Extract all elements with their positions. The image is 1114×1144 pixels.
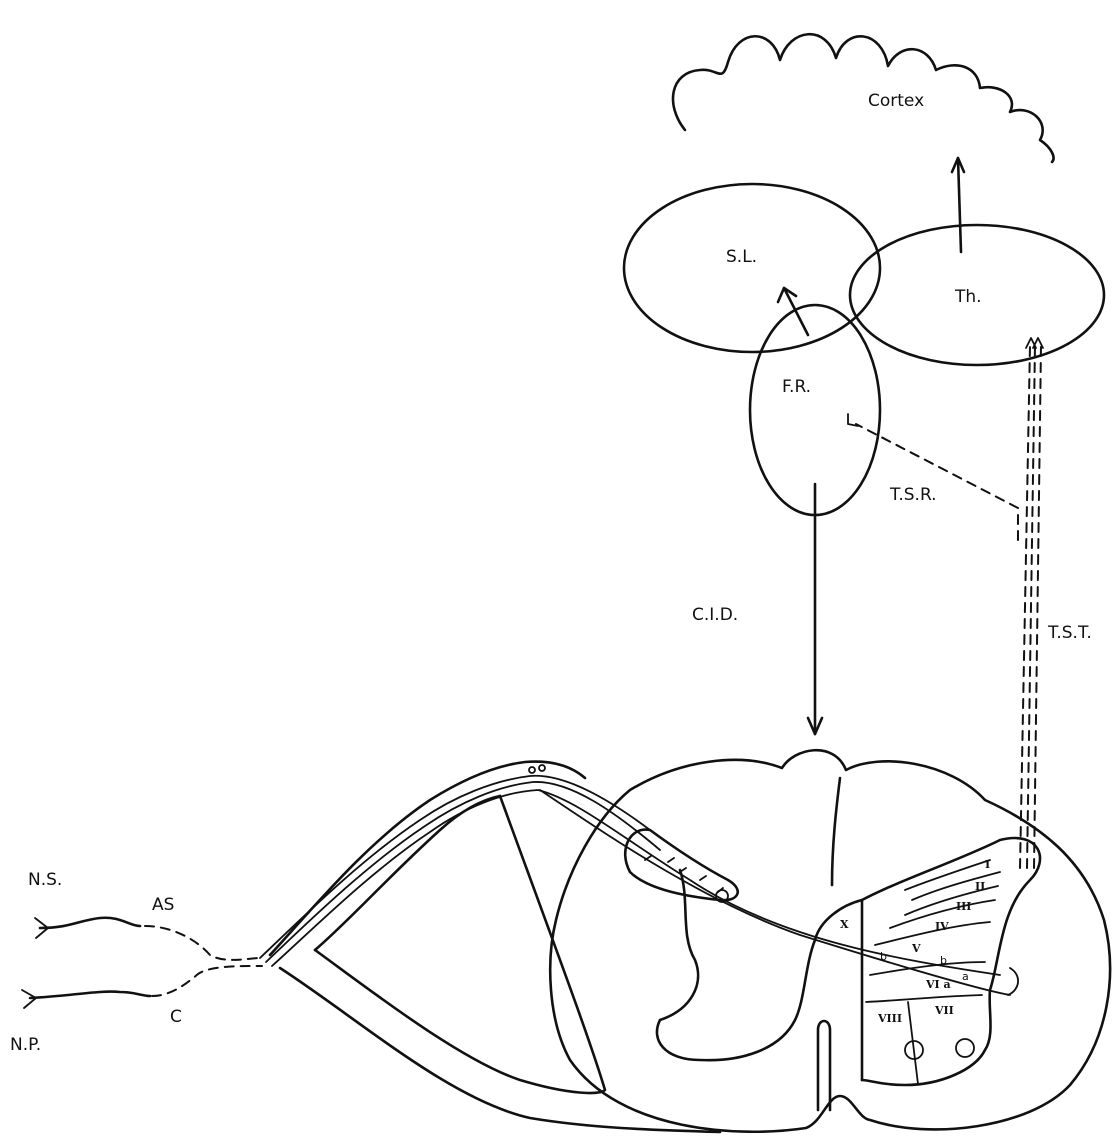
tsr-label: T.S.R. — [889, 485, 937, 505]
lamina-iv: IV — [935, 920, 949, 933]
sl-label: S.L. — [726, 247, 757, 267]
arrow-th-to-cortex — [952, 158, 964, 252]
lamina-viii: VIII — [877, 1012, 902, 1025]
sl-nucleus: S.L. — [624, 184, 880, 352]
thalamus: Th. — [850, 225, 1104, 365]
c-label: C — [170, 1007, 182, 1027]
tsr-tract: T.S.R. — [848, 414, 1018, 540]
cortex: Cortex — [673, 34, 1054, 162]
lamina-v: V — [911, 942, 921, 955]
lamina-a: a — [962, 970, 969, 983]
ns-label: N.S. — [28, 870, 62, 890]
th-label: Th. — [954, 287, 982, 307]
lamina-iii: III — [956, 900, 971, 913]
lamina-vii: VII — [934, 1004, 954, 1017]
a-delta-label: AS — [152, 895, 174, 915]
tst-tract: T.S.T. — [1020, 338, 1092, 868]
lamina-x: X — [840, 918, 849, 931]
cortex-label: Cortex — [868, 91, 924, 111]
tst-label: T.S.T. — [1047, 623, 1092, 643]
np-label: N.P. — [10, 1035, 41, 1055]
fr-label: F.R. — [782, 377, 811, 397]
cid-label: C.I.D. — [692, 605, 738, 625]
lamina-ii: II — [975, 880, 985, 893]
lamina-i: I — [985, 858, 990, 871]
cid-descending-arrow: C.I.D. — [692, 484, 822, 734]
dorsal-root — [260, 762, 1018, 1132]
peripheral-fibers: N.S. AS N.P. C — [10, 870, 262, 1055]
